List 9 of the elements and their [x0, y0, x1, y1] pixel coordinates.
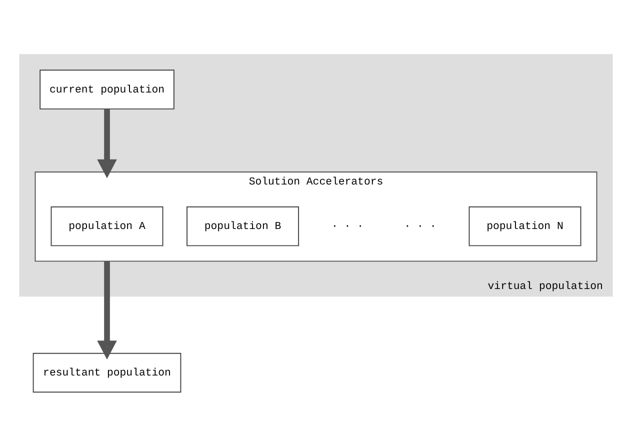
arrow: [97, 260, 117, 359]
node-box: population B: [186, 206, 300, 246]
node-box: resultant population: [32, 352, 182, 392]
node-box: population A: [50, 206, 164, 246]
arrow: [97, 108, 117, 178]
label: · · ·: [332, 220, 364, 233]
node-box: population N: [468, 206, 582, 246]
label: · · ·: [404, 220, 436, 233]
node-box: current population: [40, 69, 174, 109]
